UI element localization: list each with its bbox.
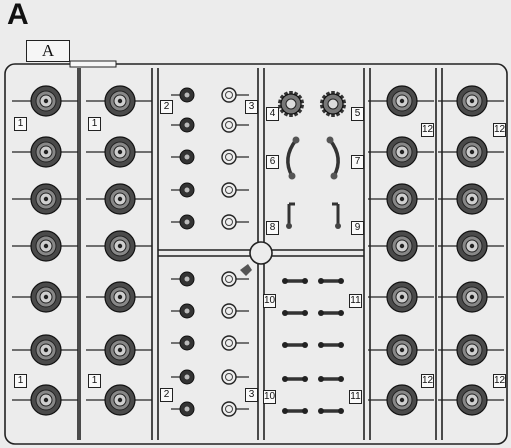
road-wheel xyxy=(12,183,78,215)
part-number-12: 12 xyxy=(493,374,506,388)
road-wheel xyxy=(86,85,152,117)
part-number-11: 11 xyxy=(349,294,362,308)
idler-ring xyxy=(221,303,249,319)
road-wheel xyxy=(438,230,504,262)
small-roller xyxy=(171,182,195,198)
part-number-1: 1 xyxy=(88,374,101,388)
road-wheel xyxy=(438,281,504,313)
link-pin xyxy=(286,202,295,229)
road-wheel xyxy=(12,384,78,416)
suspension-arm xyxy=(286,136,300,180)
part-number-12: 12 xyxy=(421,374,434,388)
road-wheel xyxy=(438,334,504,366)
track-link xyxy=(318,408,344,414)
idler-ring xyxy=(221,117,249,133)
road-wheel xyxy=(12,230,78,262)
small-bracket xyxy=(240,264,252,276)
part-number-1: 1 xyxy=(14,374,27,388)
part-number-6: 6 xyxy=(266,155,279,169)
part-number-1: 1 xyxy=(14,117,27,131)
track-link xyxy=(318,278,344,284)
road-wheel xyxy=(438,136,504,168)
road-wheel xyxy=(368,136,434,168)
part-number-8: 8 xyxy=(266,221,279,235)
road-wheel xyxy=(438,85,504,117)
sprue-outer-frame xyxy=(4,63,508,445)
suspension-arm xyxy=(326,136,340,180)
small-roller xyxy=(171,401,195,417)
track-link xyxy=(318,310,344,316)
link-pin xyxy=(332,202,341,229)
road-wheel xyxy=(368,281,434,313)
part-number-9: 9 xyxy=(351,221,364,235)
part-number-12: 12 xyxy=(493,123,506,137)
idler-ring xyxy=(221,182,249,198)
part-number-10: 10 xyxy=(263,390,276,404)
small-roller xyxy=(171,335,195,351)
road-wheel xyxy=(86,281,152,313)
idler-ring xyxy=(221,271,249,287)
idler-ring xyxy=(221,401,249,417)
part-number-2: 2 xyxy=(160,388,173,402)
road-wheel xyxy=(86,136,152,168)
track-link xyxy=(318,376,344,382)
small-roller xyxy=(171,214,195,230)
part-number-2: 2 xyxy=(160,100,173,114)
road-wheel xyxy=(86,183,152,215)
sprue-letter: A xyxy=(7,0,29,31)
small-roller xyxy=(171,149,195,165)
road-wheel xyxy=(86,384,152,416)
road-wheel xyxy=(368,334,434,366)
part-number-11: 11 xyxy=(349,390,362,404)
small-roller xyxy=(171,271,195,287)
road-wheel xyxy=(86,334,152,366)
part-number-7: 7 xyxy=(351,155,364,169)
track-link xyxy=(282,278,308,284)
sprue-tag: A xyxy=(26,40,70,62)
drive-sprocket xyxy=(319,91,347,117)
track-link xyxy=(318,342,344,348)
idler-ring xyxy=(221,335,249,351)
idler-ring xyxy=(221,214,249,230)
small-roller xyxy=(171,87,195,103)
track-link xyxy=(282,310,308,316)
small-roller xyxy=(171,369,195,385)
sprue-nameplate xyxy=(69,60,117,68)
road-wheel xyxy=(438,384,504,416)
road-wheel xyxy=(368,230,434,262)
road-wheel xyxy=(12,334,78,366)
small-roller xyxy=(171,117,195,133)
road-wheel xyxy=(368,85,434,117)
part-number-3: 3 xyxy=(245,100,258,114)
road-wheel xyxy=(12,281,78,313)
road-wheel xyxy=(86,230,152,262)
sprue-hub xyxy=(249,241,273,265)
drive-sprocket xyxy=(277,91,305,117)
small-roller xyxy=(171,303,195,319)
track-link xyxy=(282,376,308,382)
part-number-10: 10 xyxy=(263,294,276,308)
road-wheel xyxy=(438,183,504,215)
road-wheel xyxy=(12,85,78,117)
part-number-5: 5 xyxy=(351,107,364,121)
part-number-4: 4 xyxy=(266,107,279,121)
road-wheel xyxy=(368,384,434,416)
track-link xyxy=(282,408,308,414)
part-number-1: 1 xyxy=(88,117,101,131)
road-wheel xyxy=(12,136,78,168)
road-wheel xyxy=(368,183,434,215)
part-number-3: 3 xyxy=(245,388,258,402)
idler-ring xyxy=(221,87,249,103)
idler-ring xyxy=(221,149,249,165)
idler-ring xyxy=(221,369,249,385)
part-number-12: 12 xyxy=(421,123,434,137)
track-link xyxy=(282,342,308,348)
